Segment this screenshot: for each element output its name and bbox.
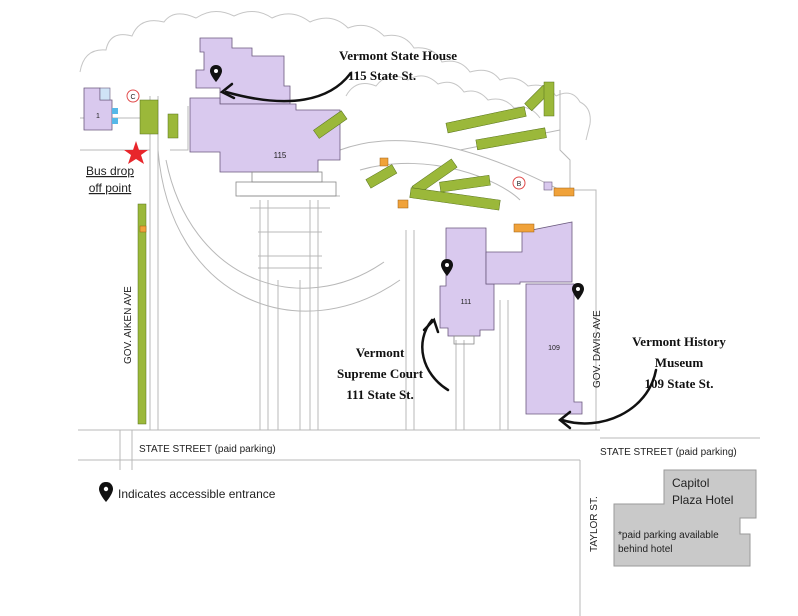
state-street-label-left: STATE STREET (paid parking) [139, 444, 276, 455]
state-house-number: 115 [274, 151, 287, 160]
hotel-building [613, 469, 757, 567]
hotel-label-2: Plaza Hotel [672, 493, 733, 507]
supreme-court-label-2: Supreme Court [337, 366, 424, 381]
history-museum-label-1: Vermont History [632, 334, 726, 349]
history-museum-address: 109 State St. [645, 376, 714, 391]
roads [78, 90, 760, 616]
hotel-note-1: *paid parking available [618, 530, 719, 541]
supreme-court-building: 111 [439, 227, 495, 345]
marker-b-label: B [517, 181, 522, 188]
gov-davis-ave-label: GOV. DAVIS AVE [592, 310, 603, 388]
tree-line [79, 11, 591, 141]
parking-spaces [137, 81, 555, 425]
accessible-parking-spaces [139, 157, 575, 233]
gov-aiken-ave-label: GOV. AIKEN AVE [123, 286, 134, 364]
callout-arrows [219, 72, 658, 430]
small-structure [543, 181, 553, 191]
marker-c-label: C [130, 94, 135, 101]
supreme-court-address: 111 State St. [346, 387, 414, 402]
supreme-court-number: 111 [461, 299, 472, 306]
hotel-label-1: Capitol [672, 476, 709, 490]
bus-stop-star-icon [124, 141, 148, 164]
pin-icon [572, 283, 584, 300]
history-museum-number: 109 [548, 345, 560, 352]
bus-drop-label-2: off point [89, 181, 132, 195]
legend-text: Indicates accessible entrance [118, 487, 276, 501]
history-museum-building: 109 [485, 221, 583, 415]
building-1-number: 1 [96, 113, 100, 120]
supreme-court-label-1: Vermont [356, 345, 405, 360]
state-house-building: 115 [189, 37, 341, 197]
history-museum-label-2: Museum [655, 355, 704, 370]
legend-pin-icon [99, 482, 113, 502]
state-house-label: Vermont State House [339, 48, 457, 63]
accessible-entrance-pins [99, 65, 584, 502]
pin-icon [441, 259, 453, 276]
pin-icon [210, 65, 222, 82]
state-street-label-right: STATE STREET (paid parking) [600, 447, 737, 458]
hotel-note-2: behind hotel [618, 544, 673, 555]
state-house-address: 115 State St. [348, 68, 416, 83]
building-1: 1 [83, 87, 118, 131]
marker-b: B [512, 176, 526, 190]
marker-c: C [126, 89, 140, 103]
taylor-st-label: TAYLOR ST. [589, 496, 600, 552]
bus-drop-label-1: Bus drop [86, 164, 134, 178]
